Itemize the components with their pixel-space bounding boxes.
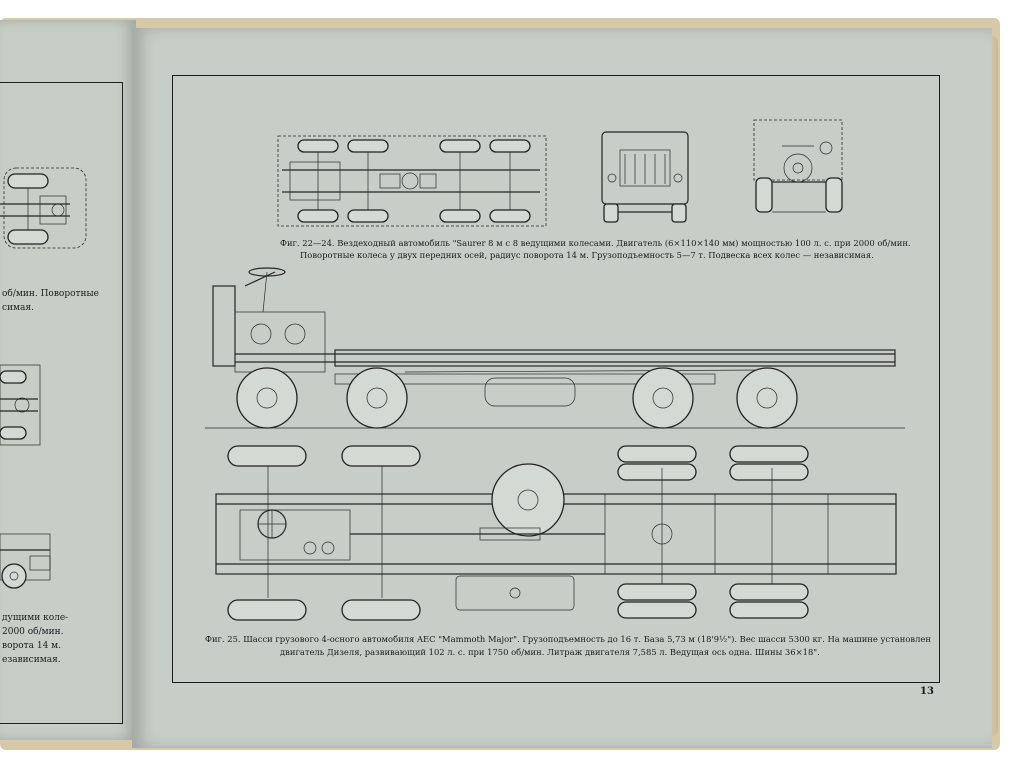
left-caption-line: симая. bbox=[2, 303, 34, 313]
left-page-frame bbox=[0, 82, 123, 724]
left-drawing-bottom bbox=[0, 533, 51, 589]
left-caption-line: езависимая. bbox=[2, 655, 61, 665]
fig-22-24-caption-line-2: Поворотные колеса у двух передних осей, … bbox=[300, 250, 874, 260]
fig-25-side-view-drawing bbox=[205, 267, 905, 429]
left-caption-line: дущими коле- bbox=[2, 613, 69, 623]
fig-25-caption-line-1: Фиг. 25. Шасси грузового 4-осного автомо… bbox=[205, 634, 931, 644]
left-caption-line: 2000 об/мин. bbox=[2, 627, 64, 637]
left-page: об/мин. Поворотные симая. дущими коле- 2… bbox=[0, 20, 136, 740]
left-caption-line: ворота 14 м. bbox=[2, 641, 62, 651]
fig-25-caption-line-2: двигатель Дизеля, развивающий 102 л. с. … bbox=[280, 647, 820, 657]
fig-24-rear-view-drawing bbox=[753, 119, 843, 213]
page-number: 13 bbox=[920, 686, 934, 697]
fig-25-top-view-drawing bbox=[215, 445, 897, 621]
left-drawing-middle bbox=[0, 364, 41, 446]
left-caption-line: об/мин. Поворотные bbox=[2, 289, 99, 299]
fig-22-top-view-drawing bbox=[277, 135, 547, 227]
left-drawing-top bbox=[0, 167, 87, 249]
fig-22-24-caption-line-1: Фиг. 22—24. Вездеходный автомобиль "Saur… bbox=[280, 238, 911, 248]
right-page-frame bbox=[172, 75, 940, 683]
fig-23-front-view-drawing bbox=[601, 131, 689, 223]
